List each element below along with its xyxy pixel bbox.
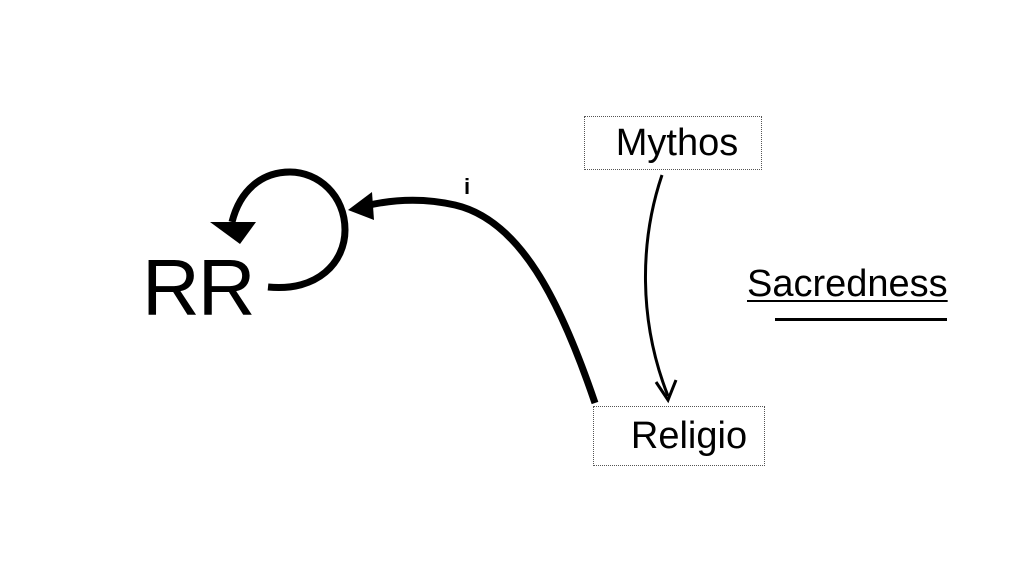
- mythos-label: Mythos: [615, 122, 739, 164]
- edge-label-i: i: [464, 174, 471, 199]
- sacredness-label: Sacredness: [747, 263, 948, 305]
- edge-mythos-to-religio-arrowhead: [654, 379, 678, 404]
- rr-self-loop: [228, 168, 349, 292]
- sacredness-underline-rule: [775, 318, 947, 321]
- edge-mythos-to-religio: [644, 174, 670, 397]
- edge-religio-to-rr-arrowhead: [348, 192, 374, 220]
- rr-node-label: RR: [142, 243, 256, 332]
- mythos-node: Mythos: [584, 116, 762, 170]
- religio-node: Religio: [593, 406, 765, 466]
- religio-label: Religio: [630, 415, 748, 457]
- edge-religio-to-rr: [364, 196, 599, 405]
- rr-self-loop-arrowhead: [210, 222, 256, 244]
